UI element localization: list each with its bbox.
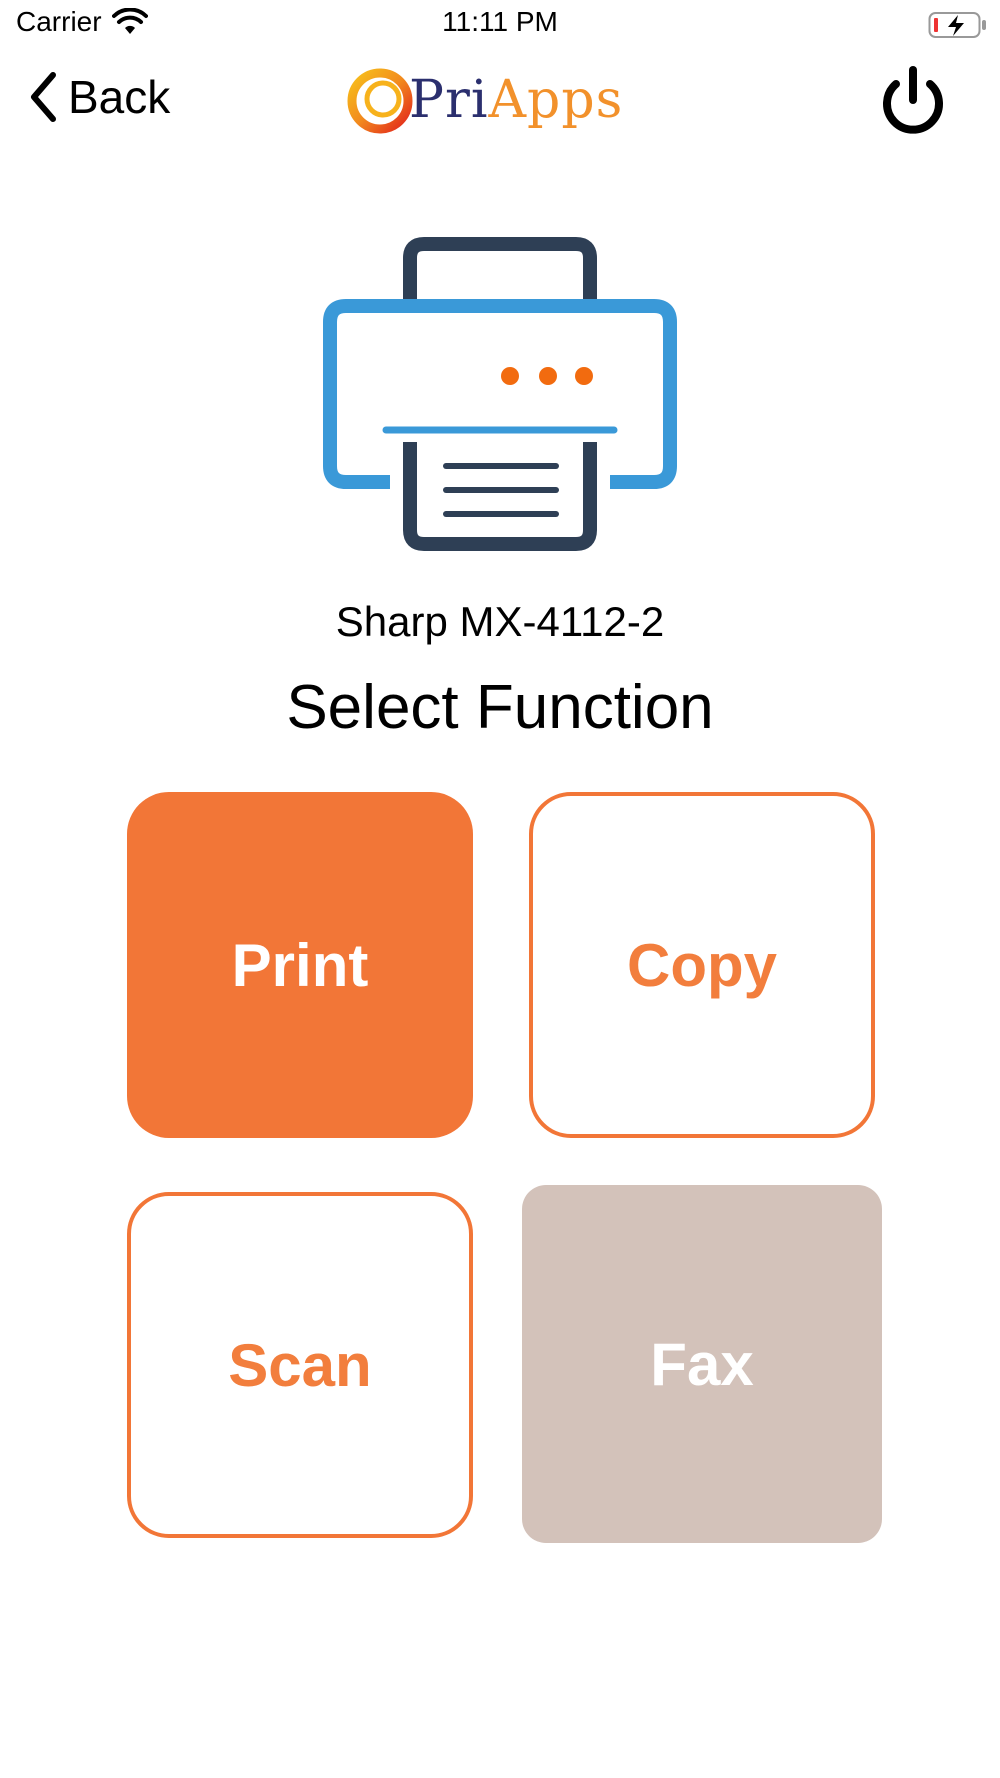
chevron-left-icon	[31, 72, 56, 122]
print-label: Print	[231, 931, 369, 999]
carrier-label: Carrier	[16, 6, 102, 37]
copy-label: Copy	[627, 931, 777, 999]
back-button[interactable]: Back	[28, 70, 170, 124]
fax-label: Fax	[650, 1330, 754, 1398]
back-label: Back	[68, 71, 171, 123]
fax-button[interactable]: Fax	[522, 1185, 882, 1543]
logo-text-apps: Apps	[488, 70, 624, 130]
printer-icon	[323, 237, 677, 551]
carrier-info: Carrier	[16, 6, 148, 38]
logo-wordmark: PriApps	[409, 70, 623, 130]
power-icon[interactable]	[878, 64, 948, 140]
priapps-logo: PriApps	[345, 60, 645, 140]
logo-swirl-icon	[347, 68, 413, 134]
battery-charging-icon	[928, 12, 986, 38]
logo-text-pri: Pri	[409, 70, 489, 130]
status-time: 11:11 PM	[442, 6, 558, 37]
device-name: Sharp MX-4112-2	[335, 598, 665, 645]
navigation-bar: Back PriApps	[0, 56, 1000, 146]
print-button[interactable]: Print	[127, 792, 473, 1138]
copy-button[interactable]: Copy	[529, 792, 875, 1138]
scan-button[interactable]: Scan	[127, 1192, 473, 1538]
wifi-icon	[111, 8, 148, 34]
status-bar: Carrier 11:11 PM	[0, 0, 1000, 52]
scan-label: Scan	[228, 1331, 372, 1399]
page-title: Select Function	[286, 673, 714, 742]
